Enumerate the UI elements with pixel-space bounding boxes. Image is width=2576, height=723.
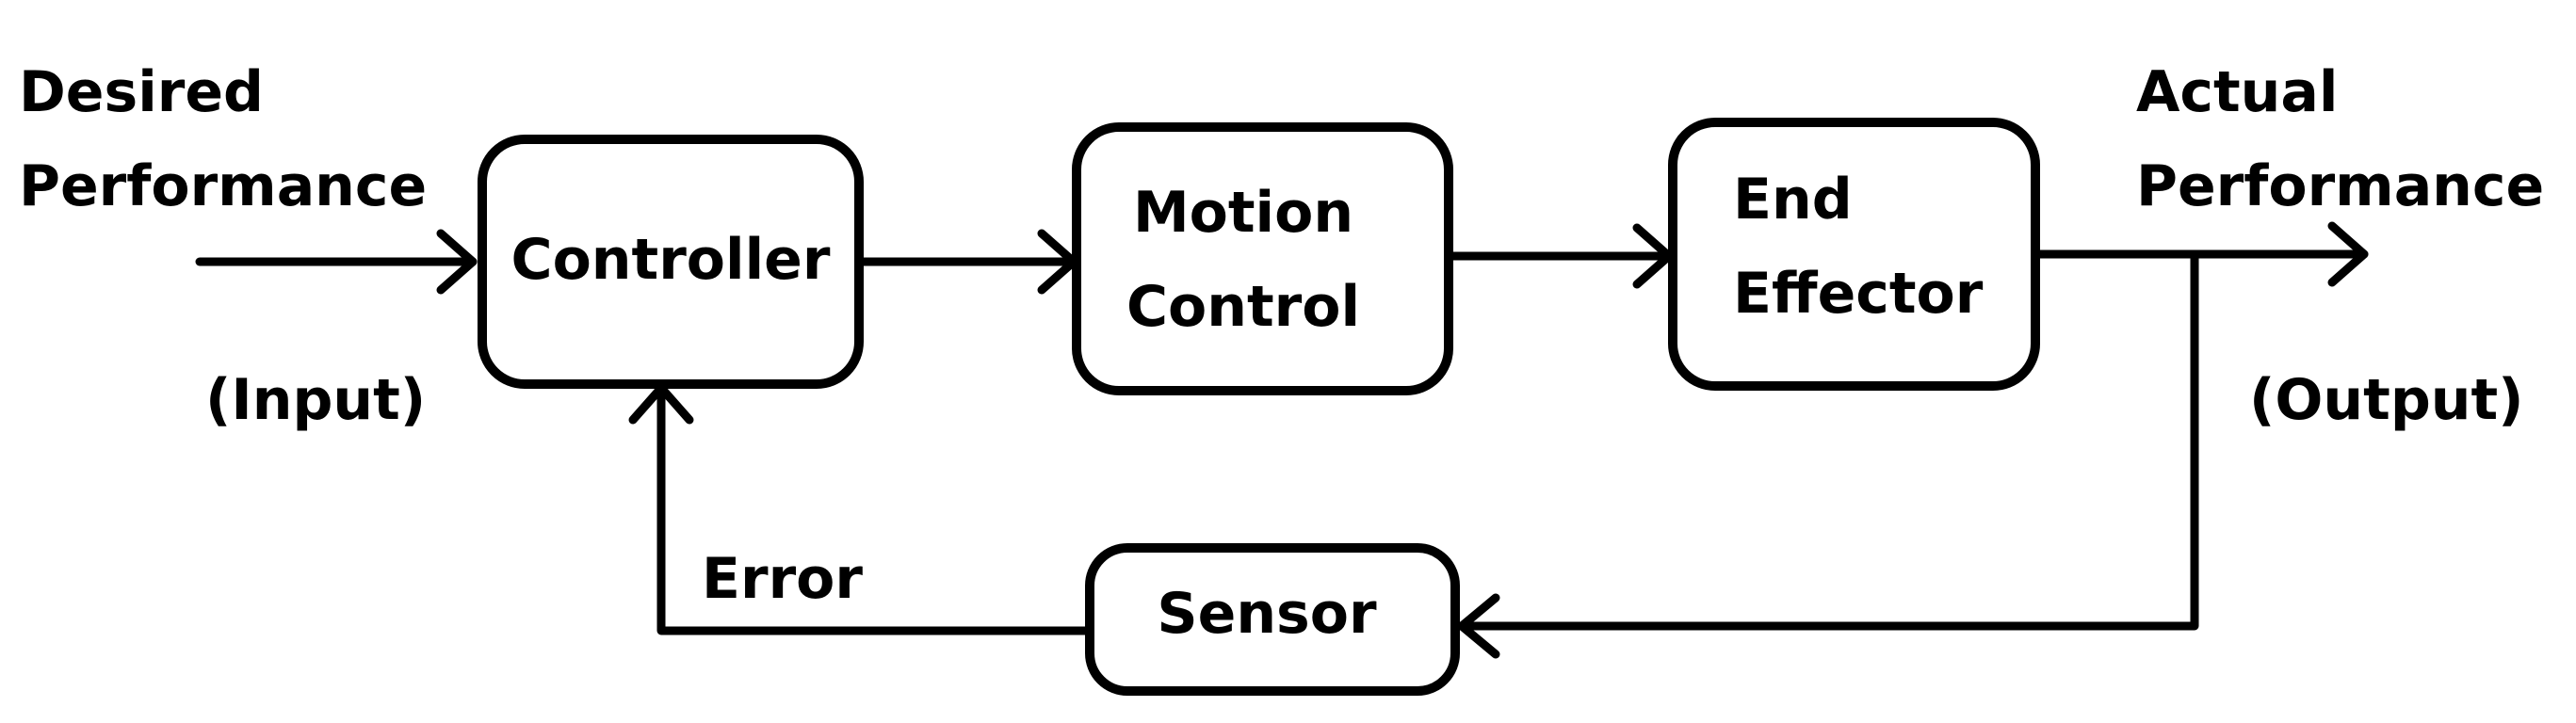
input-label-line2: Performance xyxy=(19,153,427,219)
end-effector-block xyxy=(1668,118,2040,391)
output-label-line1: Actual xyxy=(2136,59,2338,125)
end-effector-label-line2: Effector xyxy=(1733,261,1984,327)
feedback-to-sensor-arrowhead xyxy=(1457,593,1500,659)
motion-control-block xyxy=(1072,122,1453,395)
controller-label: Controller xyxy=(511,227,831,293)
output-arrowhead xyxy=(2327,221,2369,287)
motion-control-label-line2: Control xyxy=(1126,274,1360,340)
motion-control-label-line1: Motion xyxy=(1133,180,1353,246)
error-feedback-line xyxy=(656,383,1094,635)
feedback-branch-line xyxy=(1457,249,2199,631)
output-tag: (Output) xyxy=(2249,367,2524,433)
input-label-line1: Desired xyxy=(19,59,264,125)
motion-to-effector-arrowhead xyxy=(1632,223,1674,289)
sensor-label: Sensor xyxy=(1157,581,1377,647)
error-to-controller-arrowhead xyxy=(628,383,694,425)
input-arrowhead xyxy=(436,229,478,295)
output-label-line2: Performance xyxy=(2136,153,2544,219)
input-tag: (Input) xyxy=(205,367,426,433)
error-label: Error xyxy=(702,546,863,612)
end-effector-label-line1: End xyxy=(1733,167,1853,233)
sensor-block xyxy=(1085,543,1460,696)
controller-to-motion-arrowhead xyxy=(1037,229,1078,295)
